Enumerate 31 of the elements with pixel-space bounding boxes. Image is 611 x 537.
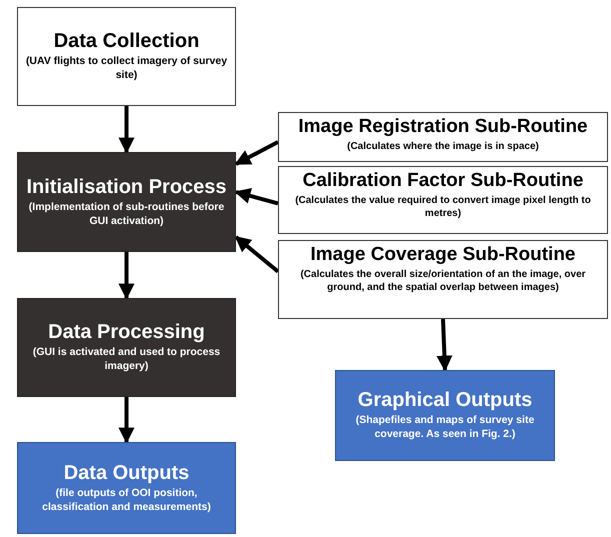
box-description: (Calculates where the image is in space) (347, 140, 539, 153)
subroutine-box (278, 112, 608, 162)
box-heading: Image Coverage Sub-Routine (310, 244, 576, 266)
arrow (118, 252, 134, 300)
arrow (234, 188, 279, 206)
box-description: (Calculates the overall size/orientation of an the image, over ground, and the spatial overlap between images) (299, 268, 587, 294)
box-heading: Data Processing (48, 321, 205, 344)
subroutine-box (278, 166, 608, 234)
box-heading: Initialisation Process (26, 176, 227, 199)
output-box (17, 442, 236, 534)
process-box (17, 298, 236, 397)
box-heading: Graphical Outputs (358, 389, 532, 412)
arrow (118, 397, 134, 444)
box-description: (UAV flights to collect imagery of survey site) (24, 55, 228, 83)
box-heading: Data Collection (54, 30, 200, 54)
arrow (436, 318, 452, 372)
box-description: (Calculates the value required to convert image pixel length to metres) (294, 194, 592, 220)
box-description: (GUI is activated and used to process imagery) (32, 346, 222, 374)
box-heading: Image Registration Sub-Routine (298, 116, 588, 138)
output-box (335, 370, 555, 461)
arrow (234, 140, 279, 166)
subroutine-box (278, 240, 608, 319)
arrow (118, 106, 134, 154)
box-description: (Implementation of sub-routines before GUI activation) (28, 200, 226, 228)
process-box (17, 152, 236, 252)
process-box (17, 7, 236, 106)
arrow (234, 235, 280, 274)
box-heading: Data Outputs (64, 462, 190, 485)
box-heading: Calibration Factor Sub-Routine (302, 170, 584, 192)
box-description: (file outputs of OOI position, classification and measurements) (41, 486, 212, 514)
box-description: (Shapefiles and maps of survey site coverage. As seen in Fig. 2.) (354, 414, 536, 442)
